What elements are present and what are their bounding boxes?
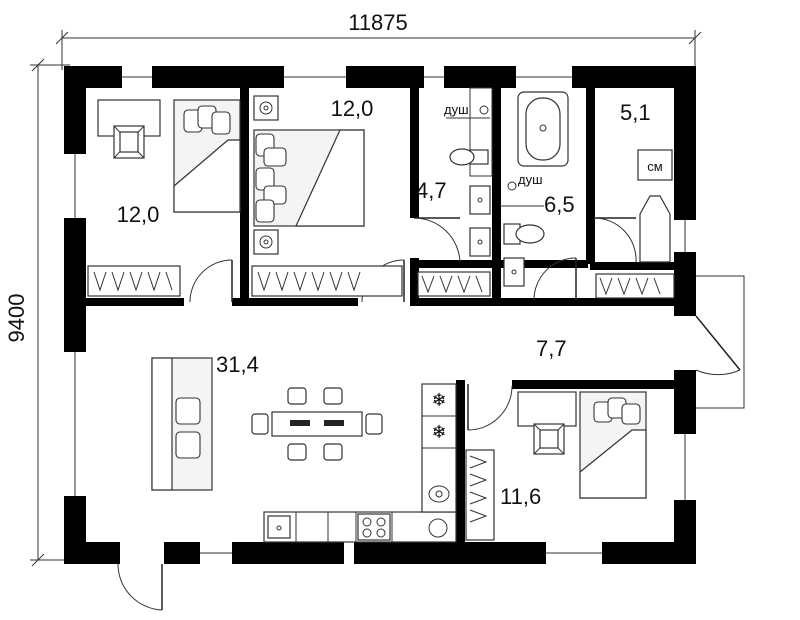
height-label: 9400	[4, 294, 29, 343]
shower-head-icon	[479, 105, 489, 115]
sofa	[151, 357, 213, 491]
wardrobe	[87, 265, 181, 297]
wardrobe	[595, 273, 675, 299]
wardrobe	[251, 265, 403, 297]
bedroom-right: 11,6	[465, 391, 647, 541]
kitchen-sink-icon	[267, 515, 291, 539]
dishwasher-icon	[428, 518, 448, 538]
interior-walls	[86, 88, 674, 542]
sink-icon	[469, 185, 491, 215]
wardrobe	[417, 271, 491, 297]
double-bed	[253, 129, 365, 227]
chair-icon	[533, 423, 565, 455]
bathroom-1: душ 4,7	[416, 87, 493, 297]
area-laundry: 5,1	[620, 100, 651, 125]
area-bathroom-2: 6,5	[544, 192, 575, 217]
area-hall: 7,7	[536, 336, 567, 361]
width-label: 11875	[348, 10, 408, 35]
area-living: 31,4	[216, 352, 259, 377]
single-bed	[579, 391, 647, 499]
svg-text:❄: ❄	[431, 422, 446, 443]
toilet-icon	[449, 148, 489, 166]
shower-head-icon	[507, 181, 517, 191]
single-bed	[173, 99, 241, 213]
toilet-icon	[503, 223, 545, 245]
width-dimension: 11875	[55, 10, 702, 70]
svg-text:❄: ❄	[431, 390, 446, 411]
wardrobe	[465, 449, 495, 541]
bedroom-left: 12,0	[87, 99, 241, 297]
area-bedroom-mid: 12,0	[331, 96, 374, 121]
nightstand-bottom	[253, 229, 279, 255]
desk	[517, 391, 577, 427]
area-bedroom-left: 12,0	[117, 202, 160, 227]
height-dimension: 9400	[4, 58, 70, 567]
exterior-walls	[64, 66, 696, 564]
washing-machine-icon: см	[637, 149, 673, 181]
area-bedroom-right: 11,6	[500, 484, 541, 509]
sink-icon	[469, 227, 491, 257]
shower-label-1: душ	[444, 102, 469, 117]
shower-label-2: душ	[518, 172, 543, 187]
bathtub-icon	[517, 91, 569, 167]
boiler-icon	[639, 195, 671, 263]
oven-icon	[428, 485, 450, 503]
chair-icon	[113, 125, 145, 159]
cooktop-icon	[357, 513, 391, 541]
fridge-icon: ❄ ❄	[431, 390, 446, 443]
laundry: см 5,1	[595, 100, 675, 299]
bathroom-2: душ 6,5	[500, 91, 575, 287]
nightstand-top	[253, 95, 279, 121]
living-room: ❄ ❄ 31,4	[151, 352, 457, 543]
bedroom-middle: 12,0	[251, 95, 403, 297]
windows	[74, 76, 686, 554]
dining-table	[251, 387, 383, 461]
area-bathroom-1: 4,7	[416, 178, 447, 203]
washer-label: см	[647, 159, 663, 174]
sink-icon	[503, 257, 525, 287]
